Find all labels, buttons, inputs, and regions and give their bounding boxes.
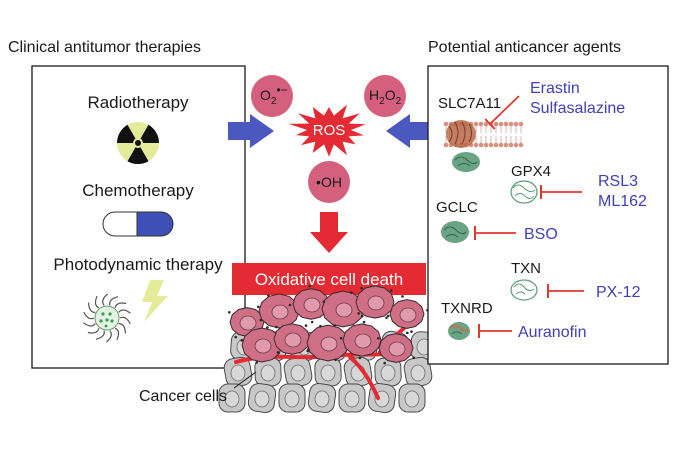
svg-text:O2•−: O2•− xyxy=(260,83,288,107)
cancer-tissue xyxy=(218,284,438,414)
hydroxyl-bubble: •OH xyxy=(308,161,350,203)
left-heading: Clinical antitumor therapies xyxy=(8,39,201,56)
arrow-therapies-to-ros xyxy=(228,114,274,148)
svg-text:H2O2: H2O2 xyxy=(369,87,402,107)
therapy-label-photodynamic: Photodynamic therapy xyxy=(53,255,223,274)
arrow-ros-to-death xyxy=(310,212,348,253)
drug-erastin: Erastin xyxy=(530,80,580,97)
drug-bso: BSO xyxy=(524,226,558,243)
inhibit-slc7a11 xyxy=(484,95,520,130)
ros-label: ROS xyxy=(313,122,346,139)
therapy-label-radiotherapy: Radiotherapy xyxy=(87,93,189,112)
gpx4-protein-icon xyxy=(510,180,538,204)
agents-box xyxy=(427,65,669,365)
drug-rsl3: RSL3 xyxy=(598,173,638,190)
slc7a11-protein-icon xyxy=(446,120,480,172)
cancer-pointer xyxy=(233,371,257,389)
hydrogen-peroxide-bubble: H2O2 xyxy=(364,75,406,117)
txnrd-protein-icon xyxy=(448,322,470,340)
superoxide-bubble: O2•− xyxy=(251,75,293,117)
gene-gclc: GCLC xyxy=(436,199,478,216)
capsule-icon xyxy=(102,211,174,237)
gene-gpx4: GPX4 xyxy=(511,163,551,180)
therapy-label-chemotherapy: Chemotherapy xyxy=(82,181,194,200)
lightning-icon xyxy=(142,280,168,322)
ros-burst xyxy=(288,104,366,157)
gene-slc7a11: SLC7A11 xyxy=(438,95,501,112)
arrow-agents-to-ros xyxy=(386,114,432,148)
drug-auranofin: Auranofin xyxy=(518,324,587,341)
drug-ml162: ML162 xyxy=(598,193,647,210)
right-heading: Potential anticancer agents xyxy=(428,39,621,56)
radiation-icon xyxy=(116,122,159,165)
oxidative-death-label: Oxidative cell death xyxy=(255,270,403,289)
svg-text:•OH: •OH xyxy=(316,174,342,190)
gene-txnrd: TXNRD xyxy=(441,300,493,317)
drug-sulfasalazine: Sulfasalazine xyxy=(530,100,625,117)
gene-txn: TXN xyxy=(511,260,541,277)
gclc-protein-icon xyxy=(441,221,469,243)
oxidative-death-box xyxy=(232,263,426,295)
photosensitizer-icon xyxy=(83,293,131,343)
drug-px12: PX-12 xyxy=(596,284,641,301)
txn-protein-icon xyxy=(510,279,538,301)
cancer-cells-label: Cancer cells xyxy=(139,388,227,405)
